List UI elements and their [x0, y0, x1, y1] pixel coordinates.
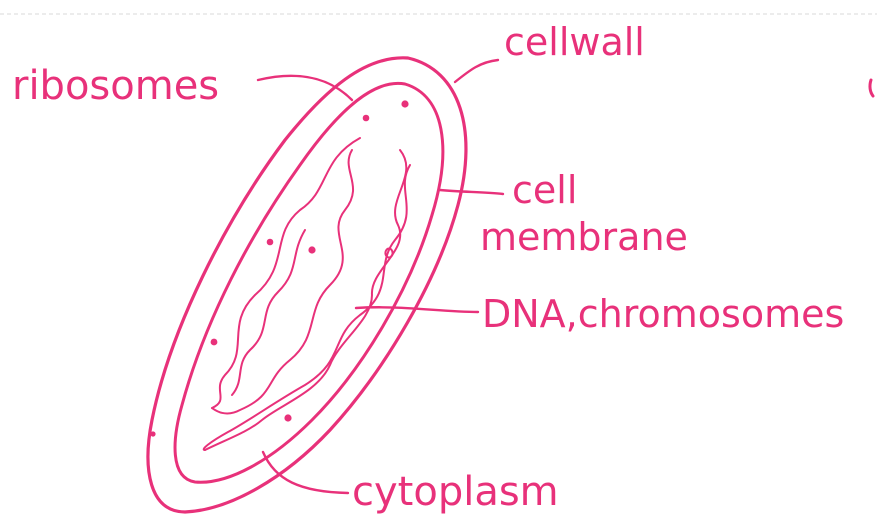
cell-membrane-outline: [175, 83, 443, 482]
stray-mark: [870, 80, 873, 96]
cytoplasm-leader-line: [263, 452, 348, 493]
cell-membrane-leader-line: [440, 190, 503, 194]
ribosomes-label: ribosomes: [12, 63, 219, 109]
ribosome-dot: [211, 339, 218, 346]
cell-membrane-label-line2: membrane: [480, 215, 688, 259]
ribosome-dot: [401, 100, 408, 107]
ribosomes-leader-line: [258, 76, 352, 100]
cytoplasm-label: cytoplasm: [352, 469, 559, 515]
cell-wall-label: cellwall: [504, 20, 645, 64]
ribosome-dot: [150, 431, 155, 436]
dna-leader-line: [356, 307, 478, 312]
ribosome-dot: [308, 246, 315, 253]
dna-chromosomes-label: DNA,chromosomes: [482, 292, 844, 336]
ribosome-dot: [284, 414, 291, 421]
cell-wall-outline: [148, 58, 466, 512]
ribosome-dot: [267, 239, 274, 246]
cell-membrane-label-line1: cell: [512, 168, 577, 212]
ribosome-dot: [363, 115, 370, 122]
cell-wall-leader-line: [455, 60, 498, 82]
